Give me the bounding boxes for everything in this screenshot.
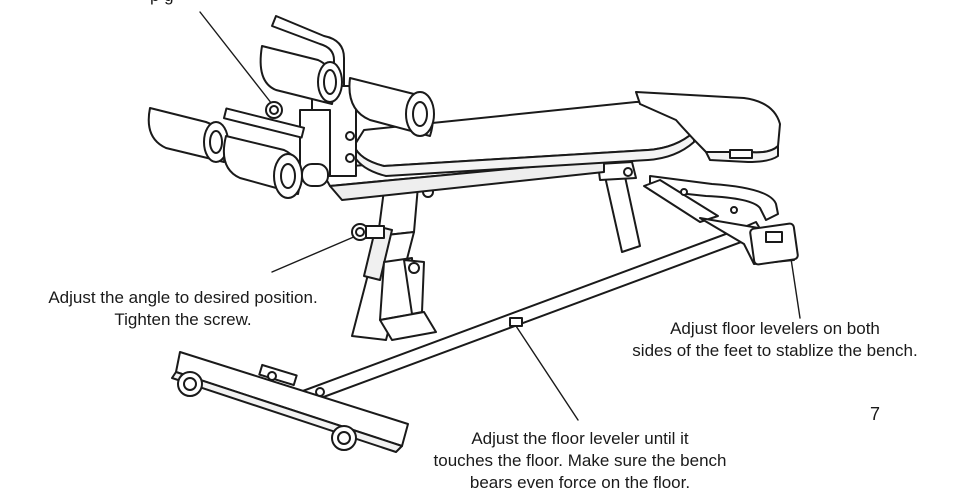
back-pad [353, 100, 695, 177]
seat-pad [635, 91, 781, 163]
floor-levelers-line1: Adjust floor levelers on both [670, 319, 880, 338]
floor-levelers-instruction: Adjust floor levelers on both sides of t… [592, 318, 958, 362]
rear-post [351, 185, 437, 341]
angle-instruction: Adjust the angle to desired position. Ti… [2, 287, 364, 331]
leader-floor [515, 325, 579, 421]
floor-leveler-line1: Adjust the floor leveler until it [471, 429, 689, 448]
leader-angle [271, 235, 357, 273]
page-number: 7 [870, 404, 881, 424]
floor-leveler-line2: touches the floor. Make sure the bench [433, 451, 727, 470]
floor-leveler-line3: bears even force on the floor. [469, 473, 691, 492]
top-callout-text: p g [150, 0, 174, 6]
leader-lines [199, 11, 801, 421]
floor-leveler [509, 317, 523, 327]
leader-top [199, 11, 273, 105]
angle-instruction-line2: Tighten the screw. [114, 310, 252, 329]
knobs [265, 101, 385, 241]
front-support [597, 161, 641, 253]
leader-feet [789, 251, 801, 319]
front-foot [643, 175, 799, 266]
lower-rollers [147, 107, 306, 199]
floor-levelers-line2: sides of the feet to stablize the bench. [632, 341, 918, 360]
upper-rollers [259, 45, 435, 137]
angle-instruction-line1: Adjust the angle to desired position. [48, 288, 318, 307]
floor-leveler-instruction: Adjust the floor leveler until it touche… [420, 428, 740, 494]
rear-wheels [177, 371, 357, 451]
